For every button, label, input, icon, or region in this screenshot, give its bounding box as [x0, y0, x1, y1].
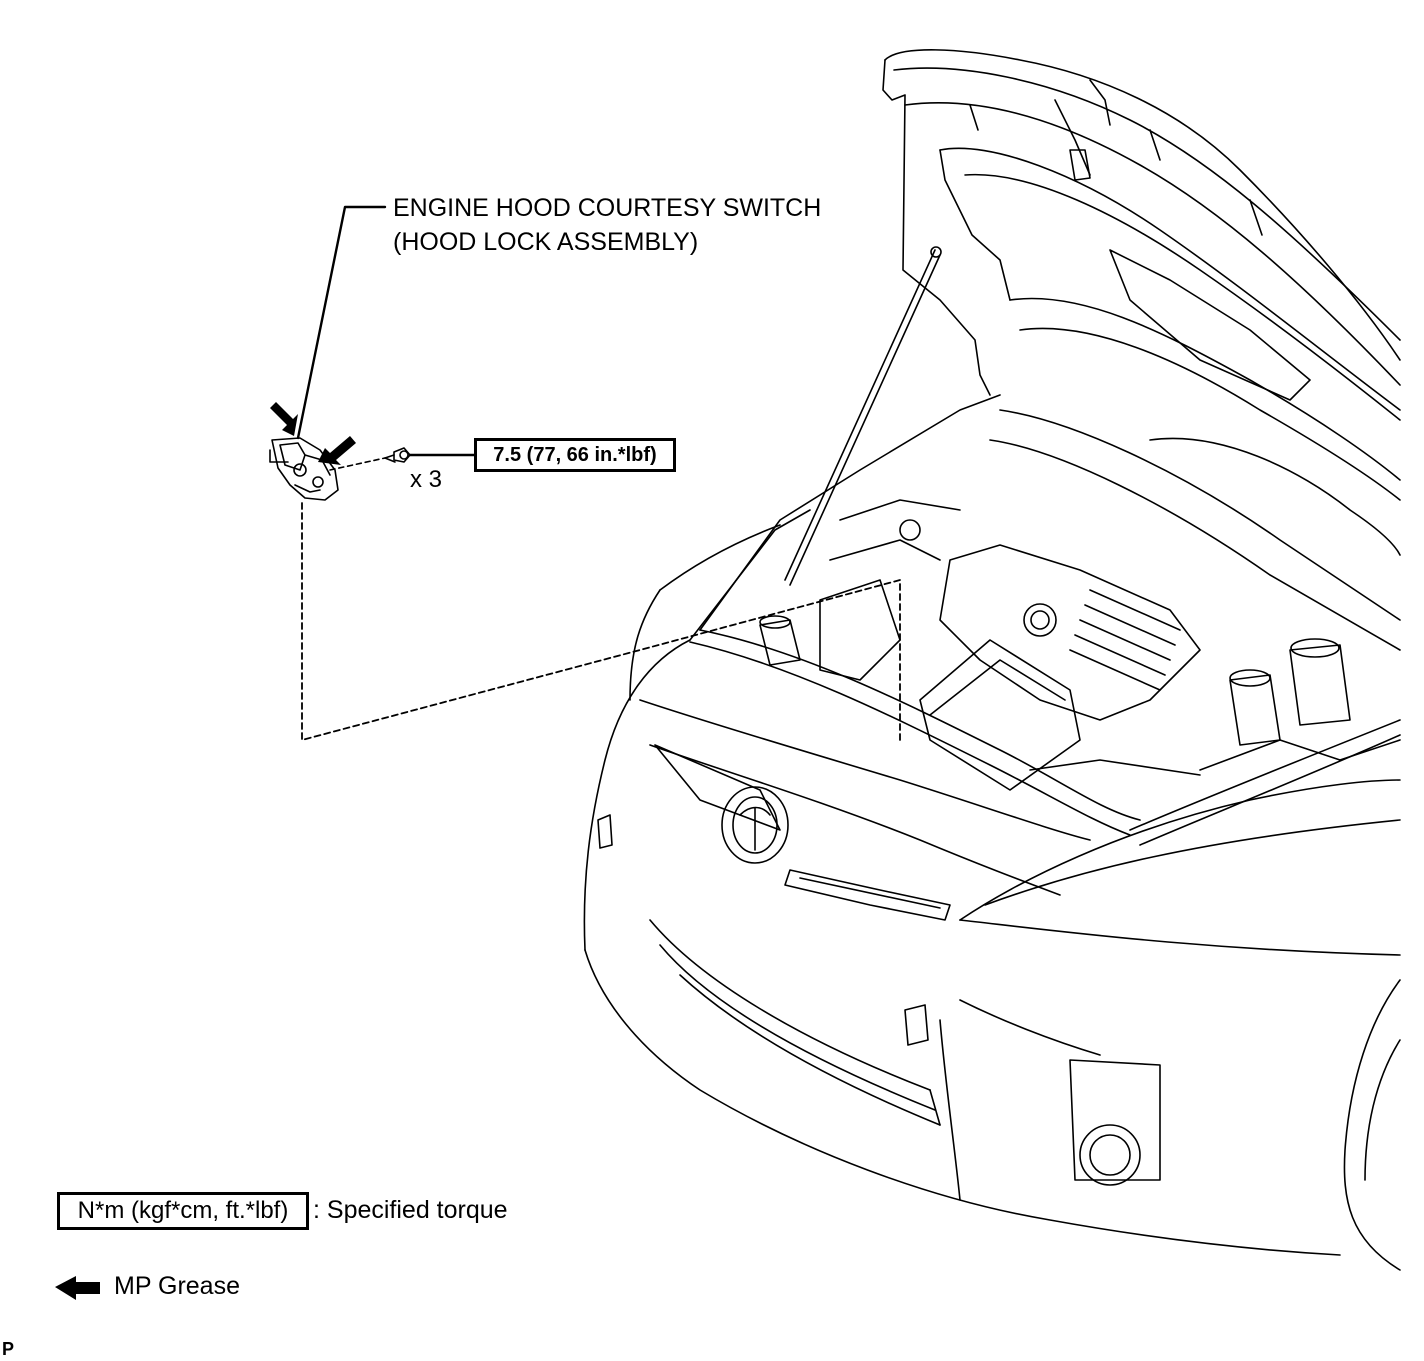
bolt-quantity: x 3 [410, 466, 443, 493]
bolt [384, 447, 411, 463]
hood-inner-panel [939, 147, 1401, 411]
emblem [721, 786, 789, 864]
engine-bay-outline [699, 394, 1001, 631]
lower-grille [649, 919, 931, 1091]
part-name-line-1: ENGINE HOOD COURTESY SWITCH [393, 194, 822, 222]
air-cleaner-box [919, 639, 1081, 791]
figure-code: P [2, 1339, 15, 1359]
hood-support-rod [784, 249, 936, 581]
fog-light [1079, 1124, 1141, 1186]
legend-grease-label: MP Grease [114, 1272, 240, 1300]
upper-grille [784, 869, 951, 921]
grease-arrows [270, 402, 356, 465]
vehicle-front-illustration [583, 49, 1401, 1271]
location-dashed-line [301, 502, 901, 741]
hood-panel [884, 49, 1401, 361]
grease-arrow-2 [318, 436, 356, 465]
engine-cover [939, 544, 1201, 721]
part-leader-line [296, 205, 387, 440]
front-body-outline [583, 639, 691, 951]
torque-spec-box: 7.5 (77, 66 in.*lbf) [474, 438, 676, 472]
arrow-left-icon [55, 1276, 100, 1300]
grease-arrow-1 [270, 402, 298, 436]
bolt-dashed-line [329, 457, 386, 471]
legend-torque-units-box: N*m (kgf*cm, ft.*lbf) [57, 1192, 309, 1230]
headlight-left [654, 744, 781, 831]
legend-torque-description: : Specified torque [313, 1196, 508, 1224]
fog-light-housing [1069, 1059, 1161, 1181]
headlight-right [959, 779, 1401, 921]
hood-lock-assembly [269, 437, 339, 501]
part-name-line-2: (HOOD LOCK ASSEMBLY) [393, 228, 699, 256]
